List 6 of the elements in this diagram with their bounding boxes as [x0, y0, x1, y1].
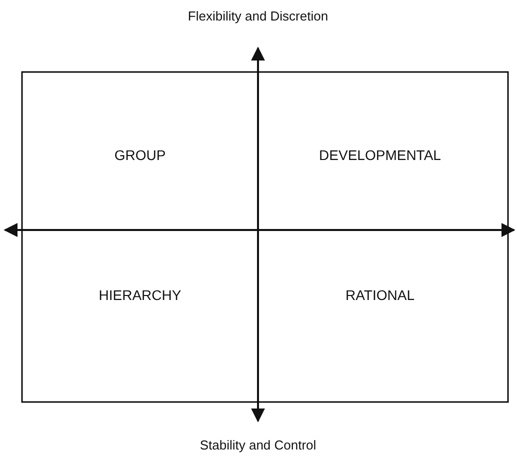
quadrant-label: DEVELOPMENTAL: [319, 147, 441, 163]
axis-label: Stability and Control: [200, 438, 316, 452]
quadrant-label: RATIONAL: [346, 287, 414, 303]
quadrant-label: HIERARCHY: [98, 287, 182, 303]
quadrant-label: GROUP: [114, 147, 166, 163]
axis-label: Flexibility and Discretion: [188, 8, 328, 24]
